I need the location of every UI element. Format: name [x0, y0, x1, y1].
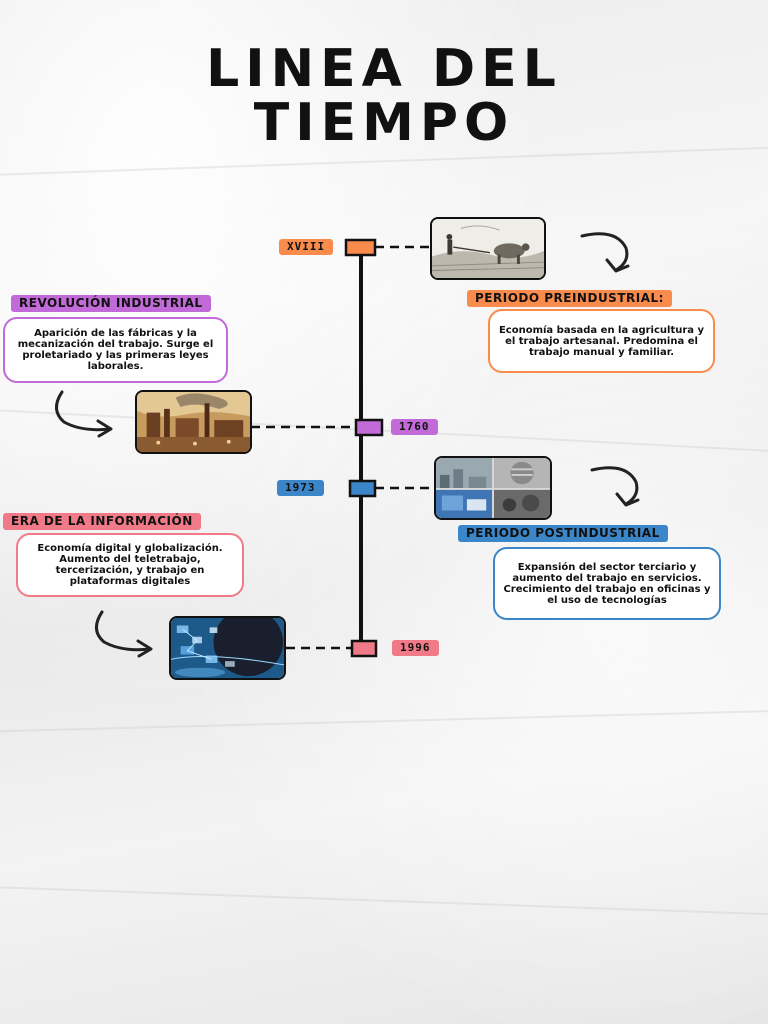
marker-1973 — [348, 479, 377, 498]
services-collage-image — [434, 456, 552, 520]
description-revolucion-industrial: Aparición de las fábricas y la mecanizac… — [3, 317, 228, 383]
description-preindustrial: Economía basada en la agricultura y el t… — [488, 309, 715, 373]
farming-engraving-image — [430, 217, 546, 280]
year-label-1973: 1973 — [277, 480, 324, 496]
marker-1996 — [350, 639, 378, 658]
curved-arrow-icon — [580, 232, 630, 273]
curved-arrow-icon — [55, 390, 113, 438]
marker-1760 — [354, 418, 384, 437]
year-label-1760: 1760 — [391, 419, 438, 435]
digital-network-image — [169, 616, 286, 680]
title-line-2: TIEMPO — [253, 93, 515, 153]
heading-postindustrial: PERIODO POSTINDUSTRIAL — [458, 525, 668, 542]
description-postindustrial: Expansión del sector terciario y aumento… — [493, 547, 721, 620]
heading-preindustrial: PERIODO PREINDUSTRIAL: — [467, 290, 672, 307]
heading-revolucion-industrial: REVOLUCIÓN INDUSTRIAL — [11, 295, 211, 312]
marker-xviii — [344, 238, 377, 257]
page-title: LINEA DEL TIEMPO — [0, 42, 768, 150]
curved-arrow-icon — [590, 466, 640, 507]
curved-arrow-icon — [95, 610, 153, 658]
year-label-xviii: XVIII — [279, 239, 334, 255]
year-label-1996: 1996 — [392, 640, 439, 656]
title-line-1: LINEA DEL — [206, 39, 562, 99]
factory-painting-image — [135, 390, 252, 454]
heading-era-informacion: ERA DE LA INFORMACIÓN — [3, 513, 201, 530]
description-era-informacion: Economía digital y globalización. Aument… — [16, 533, 244, 597]
